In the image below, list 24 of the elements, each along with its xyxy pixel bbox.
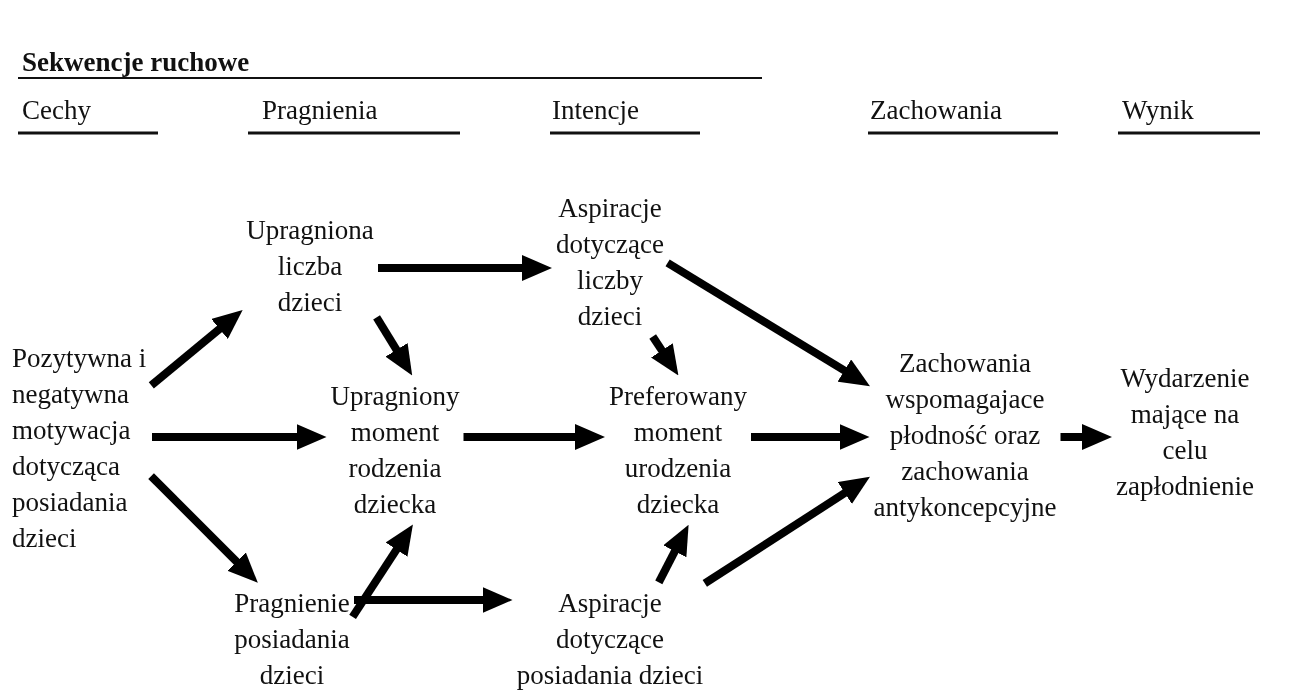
node-text: Aspiracje dotyczące posiadania dzieci	[515, 585, 705, 693]
arrow	[665, 259, 870, 387]
column-header: Cechy	[22, 94, 91, 127]
arrow	[354, 587, 513, 613]
column-header: Wynik	[1122, 94, 1194, 127]
arrow	[148, 309, 243, 389]
arrow	[349, 524, 413, 620]
column-header: Zachowania	[870, 94, 1002, 127]
node-text: Pozytywna i negatywna motywacja dotycząca posiadania dzieci	[12, 340, 149, 556]
arrow	[702, 476, 870, 587]
column-header: Intencje	[552, 94, 639, 127]
column-header: Pragnienia	[262, 94, 378, 127]
node-text: Upragniony moment rodzenia dziecka	[329, 378, 461, 522]
node-text: Upragniona liczba dzieci	[245, 212, 375, 320]
arrow	[649, 334, 679, 376]
node-text: Wydarzenie mające na celu zapłodnienie	[1115, 360, 1255, 504]
node-text: Aspiracje dotyczące liczby dzieci	[555, 190, 665, 334]
diagram-title: Sekwencje ruchowe	[22, 46, 250, 79]
arrow	[655, 524, 689, 585]
arrow	[148, 473, 258, 583]
node-text: Preferowany moment urodzenia dziecka	[608, 378, 748, 522]
node-text: Zachowania wspomagajace płodność oraz zachowania antykoncepcyjne	[872, 345, 1058, 525]
arrow	[373, 315, 413, 376]
node-text: Pragnienie posiadania dzieci	[233, 585, 351, 693]
